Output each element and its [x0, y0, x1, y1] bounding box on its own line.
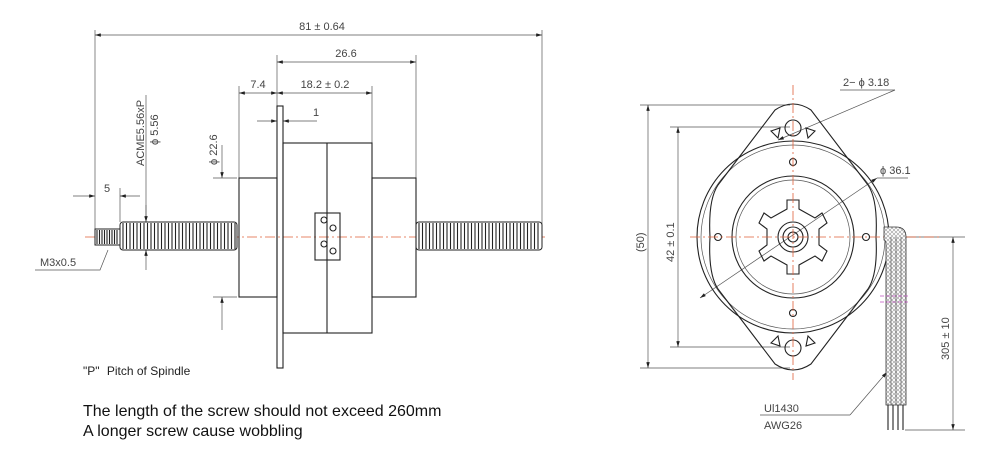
- lead-wires: [880, 226, 910, 430]
- dim-rear-boss: 7.4: [250, 79, 265, 91]
- note-screw-length: The length of the screw should not excee…: [83, 403, 441, 420]
- tip-thread-label: M3x0.5: [40, 257, 76, 269]
- thread-pattern: [96, 223, 539, 249]
- wire-gauge: AWG26: [764, 420, 802, 432]
- pitch-note: "P" Pitch of Spindle: [83, 364, 191, 378]
- screw-diameter: ϕ 5.56: [149, 114, 161, 145]
- dim-overall-length: 81 ± 0.64: [299, 21, 345, 33]
- dim-hole-spacing: 42 ± 0.1: [665, 222, 677, 262]
- pitch-note-text: Pitch of Spindle: [107, 364, 191, 378]
- rotor-hub: [758, 199, 828, 275]
- connector-block: [314, 212, 341, 261]
- boss-diameter: ϕ 22.6: [208, 134, 220, 165]
- dim-body-diameter: ϕ 36.1: [880, 165, 911, 177]
- dim-flange-thickness: 1: [313, 107, 319, 119]
- lead-screw-left: [94, 221, 238, 251]
- side-view: 81 ± 0.64 26.6 7.4 18.2 ± 0.2 1 5 ACME5.…: [35, 21, 548, 440]
- motor-body: [238, 105, 417, 369]
- extension-lines: [94, 30, 543, 298]
- front-view: 2− ϕ 3.18 ϕ 36.1 (50) 42 ± 0.1 305 ± 10 …: [635, 77, 965, 432]
- dim-mount-holes: 2− ϕ 3.18: [843, 77, 889, 89]
- dim-tip-length: 5: [104, 183, 110, 195]
- screw-spec: ACME5.56xP: [135, 100, 147, 166]
- dim-body-to-end: 26.6: [335, 48, 356, 60]
- wire-type: Ul1430: [764, 403, 799, 415]
- dim-overall-height: (50): [635, 232, 647, 252]
- dimension-lines: [35, 33, 542, 330]
- dim-lead-length: 305 ± 10: [940, 317, 952, 360]
- dim-housing-length: 18.2 ± 0.2: [301, 79, 350, 91]
- pitch-note-quoted: "P": [83, 364, 100, 378]
- note-wobbling: A longer screw cause wobbling: [83, 423, 303, 440]
- front-extension-lines: [640, 104, 965, 431]
